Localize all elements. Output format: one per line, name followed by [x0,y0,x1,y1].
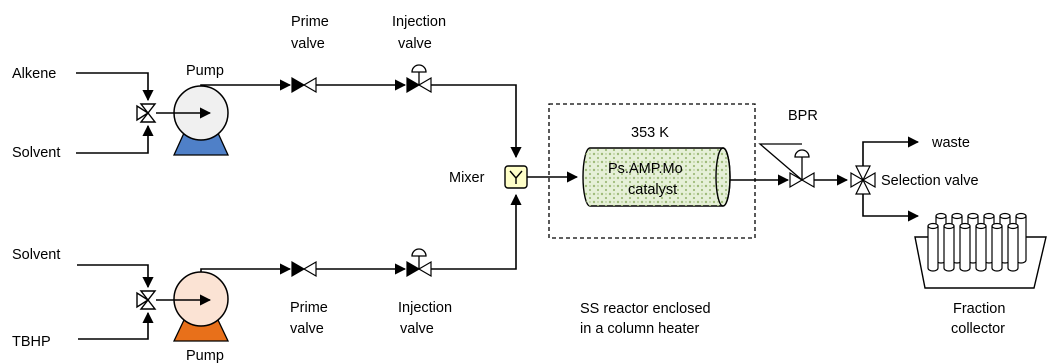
test-tube-rim [975,222,987,230]
test-tube-rim [951,212,963,220]
catalyst-label-2: catalyst [628,182,677,198]
prime-valve-top-label-1: Prime [291,14,329,30]
bottom-feed-lines [77,264,154,340]
waste-line [862,136,920,166]
injection-valve-bottom-label-2: valve [400,321,434,337]
collector-line [862,194,920,222]
alkene-label: Alkene [12,66,56,82]
pump-bottom-outlet [200,263,292,275]
test-tube [959,226,971,272]
prime-valve-bottom-label-2: valve [290,321,324,337]
test-tube [943,226,955,272]
test-tube [1007,226,1019,272]
test-tube [927,226,939,272]
test-tube-rim [991,222,1003,230]
tbhp-label: TBHP [12,334,51,350]
injection-valve-top [406,64,432,94]
pump-top-outlet [200,79,292,91]
mixer-label: Mixer [449,170,485,186]
labels: Alkene Solvent Pump Prime valve Injectio… [12,14,1005,364]
prime-valve-top [291,76,317,94]
top-feed-lines [76,72,154,154]
pump-top [156,85,230,156]
prime-valve-top-label-2: valve [291,36,325,52]
fraction-collector [914,212,1047,289]
selection-valve-label: Selection valve [881,173,979,189]
waste-label: waste [931,135,970,151]
test-tube-rim [999,212,1011,220]
test-tube [991,226,1003,272]
catalyst-label-1: Ps.AMP.Mo [608,161,683,177]
fraction-collector-label-2: collector [951,321,1005,337]
bpr-label: BPR [788,108,818,124]
pump-bottom-label: Pump [186,348,224,364]
prime-valve-bottom-label-1: Prime [290,300,328,316]
test-tube-rim [1015,212,1027,220]
column-heater [548,103,756,239]
solvent-top-label: Solvent [12,145,60,161]
fraction-collector-label-1: Fraction [953,301,1005,317]
selection-valve [850,165,876,195]
test-tube-rim [959,222,971,230]
pump-bottom [156,271,230,342]
test-tube-rim [1007,222,1019,230]
test-tube-rim [983,212,995,220]
pump-top-label: Pump [186,63,224,79]
test-tube-rim [927,222,939,230]
temperature-label: 353 K [631,125,669,141]
mixer [504,165,528,189]
reactor-caption-1: SS reactor enclosed [580,301,711,317]
reactor-tube [582,147,731,207]
bpr-valve [758,143,815,189]
prime-valve-bottom [291,260,317,278]
reactor-caption-2: in a column heater [580,321,699,337]
bottom-line-to-mixer [431,193,522,270]
test-tube-rim [935,212,947,220]
injection-valve-bottom [406,248,432,278]
test-tube-rim [967,212,979,220]
three-way-valve-bottom [136,290,157,310]
injection-valve-top-label-1: Injection [392,14,446,30]
injection-valve-bottom-label-1: Injection [398,300,452,316]
three-way-valve-top [136,103,157,123]
test-tube [975,226,987,272]
solvent-bottom-label: Solvent [12,247,60,263]
test-tube-rim [943,222,955,230]
top-line-to-mixer [431,84,522,159]
injection-valve-top-label-2: valve [398,36,432,52]
